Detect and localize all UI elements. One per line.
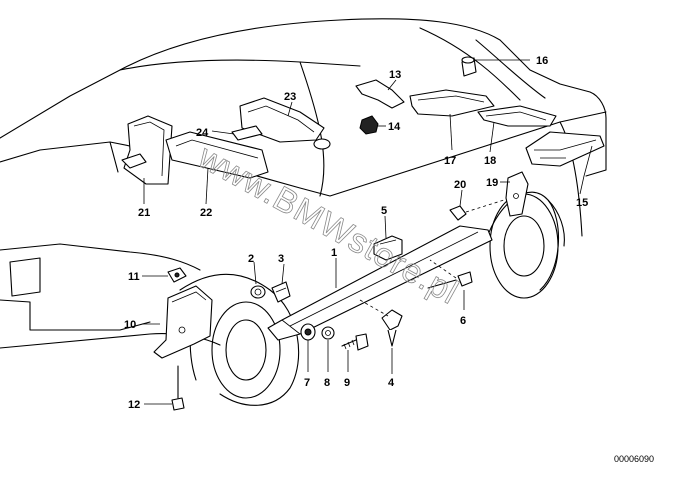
drawing-code: 00006090 — [614, 454, 654, 464]
callout-21: 21 — [138, 207, 150, 219]
part-16-rubber-stop — [461, 56, 477, 77]
callout-12: 12 — [128, 399, 140, 411]
callout-10: 10 — [124, 319, 136, 331]
part-17-floor-cover — [409, 89, 495, 117]
part-13-cover-plate — [355, 79, 405, 109]
callout-9: 9 — [344, 377, 350, 389]
leader-lines — [142, 59, 593, 405]
callout-14: 14 — [388, 121, 401, 133]
callout-16: 16 — [536, 55, 548, 67]
part-15-rear-trim — [525, 131, 605, 167]
part-14-clip — [359, 115, 379, 135]
part-7-washer — [300, 323, 316, 341]
callout-19: 19 — [486, 177, 498, 189]
callout-5: 5 — [381, 205, 387, 217]
callout-2: 2 — [248, 253, 254, 265]
part-23-tunnel-cover — [239, 97, 331, 150]
callout-17: 17 — [444, 155, 456, 167]
part-22-reinforcement — [165, 131, 269, 179]
callout-8: 8 — [324, 377, 330, 389]
part-6-screw — [427, 259, 473, 289]
part-10-front-bracket — [153, 285, 213, 359]
part-2-grommet — [250, 285, 266, 299]
callout-labels: 1 2 3 4 5 6 7 8 9 10 11 12 13 14 15 16 1… — [124, 55, 588, 411]
part-20-bolt — [449, 199, 505, 221]
part-12-screw — [171, 365, 185, 411]
part-3-clip-bracket — [271, 281, 291, 303]
callout-3: 3 — [278, 253, 284, 265]
callout-24: 24 — [196, 127, 209, 139]
part-4-push-rivet — [359, 299, 403, 347]
callout-7: 7 — [304, 377, 310, 389]
callout-6: 6 — [460, 315, 466, 327]
part-5-clip — [373, 235, 403, 261]
callout-20: 20 — [454, 179, 466, 191]
part-1-sill-trim — [267, 225, 493, 341]
callout-1: 1 — [331, 247, 337, 259]
callout-22: 22 — [200, 207, 212, 219]
part-18-mat — [477, 105, 557, 127]
part-9-screw-nut — [341, 333, 369, 351]
callout-11: 11 — [128, 271, 140, 283]
part-8-grommet — [321, 326, 335, 340]
callout-18: 18 — [484, 155, 496, 167]
callout-13: 13 — [389, 69, 401, 81]
part-19-bracket — [505, 171, 529, 217]
callout-4: 4 — [388, 377, 395, 389]
part-24-small-cover — [231, 125, 263, 141]
part-21-front-panel — [121, 115, 173, 185]
watermark-text: www.BMWstore.pl — [191, 137, 465, 312]
callout-23: 23 — [284, 91, 296, 103]
callout-15: 15 — [576, 197, 588, 209]
part-11-nut — [167, 267, 187, 283]
